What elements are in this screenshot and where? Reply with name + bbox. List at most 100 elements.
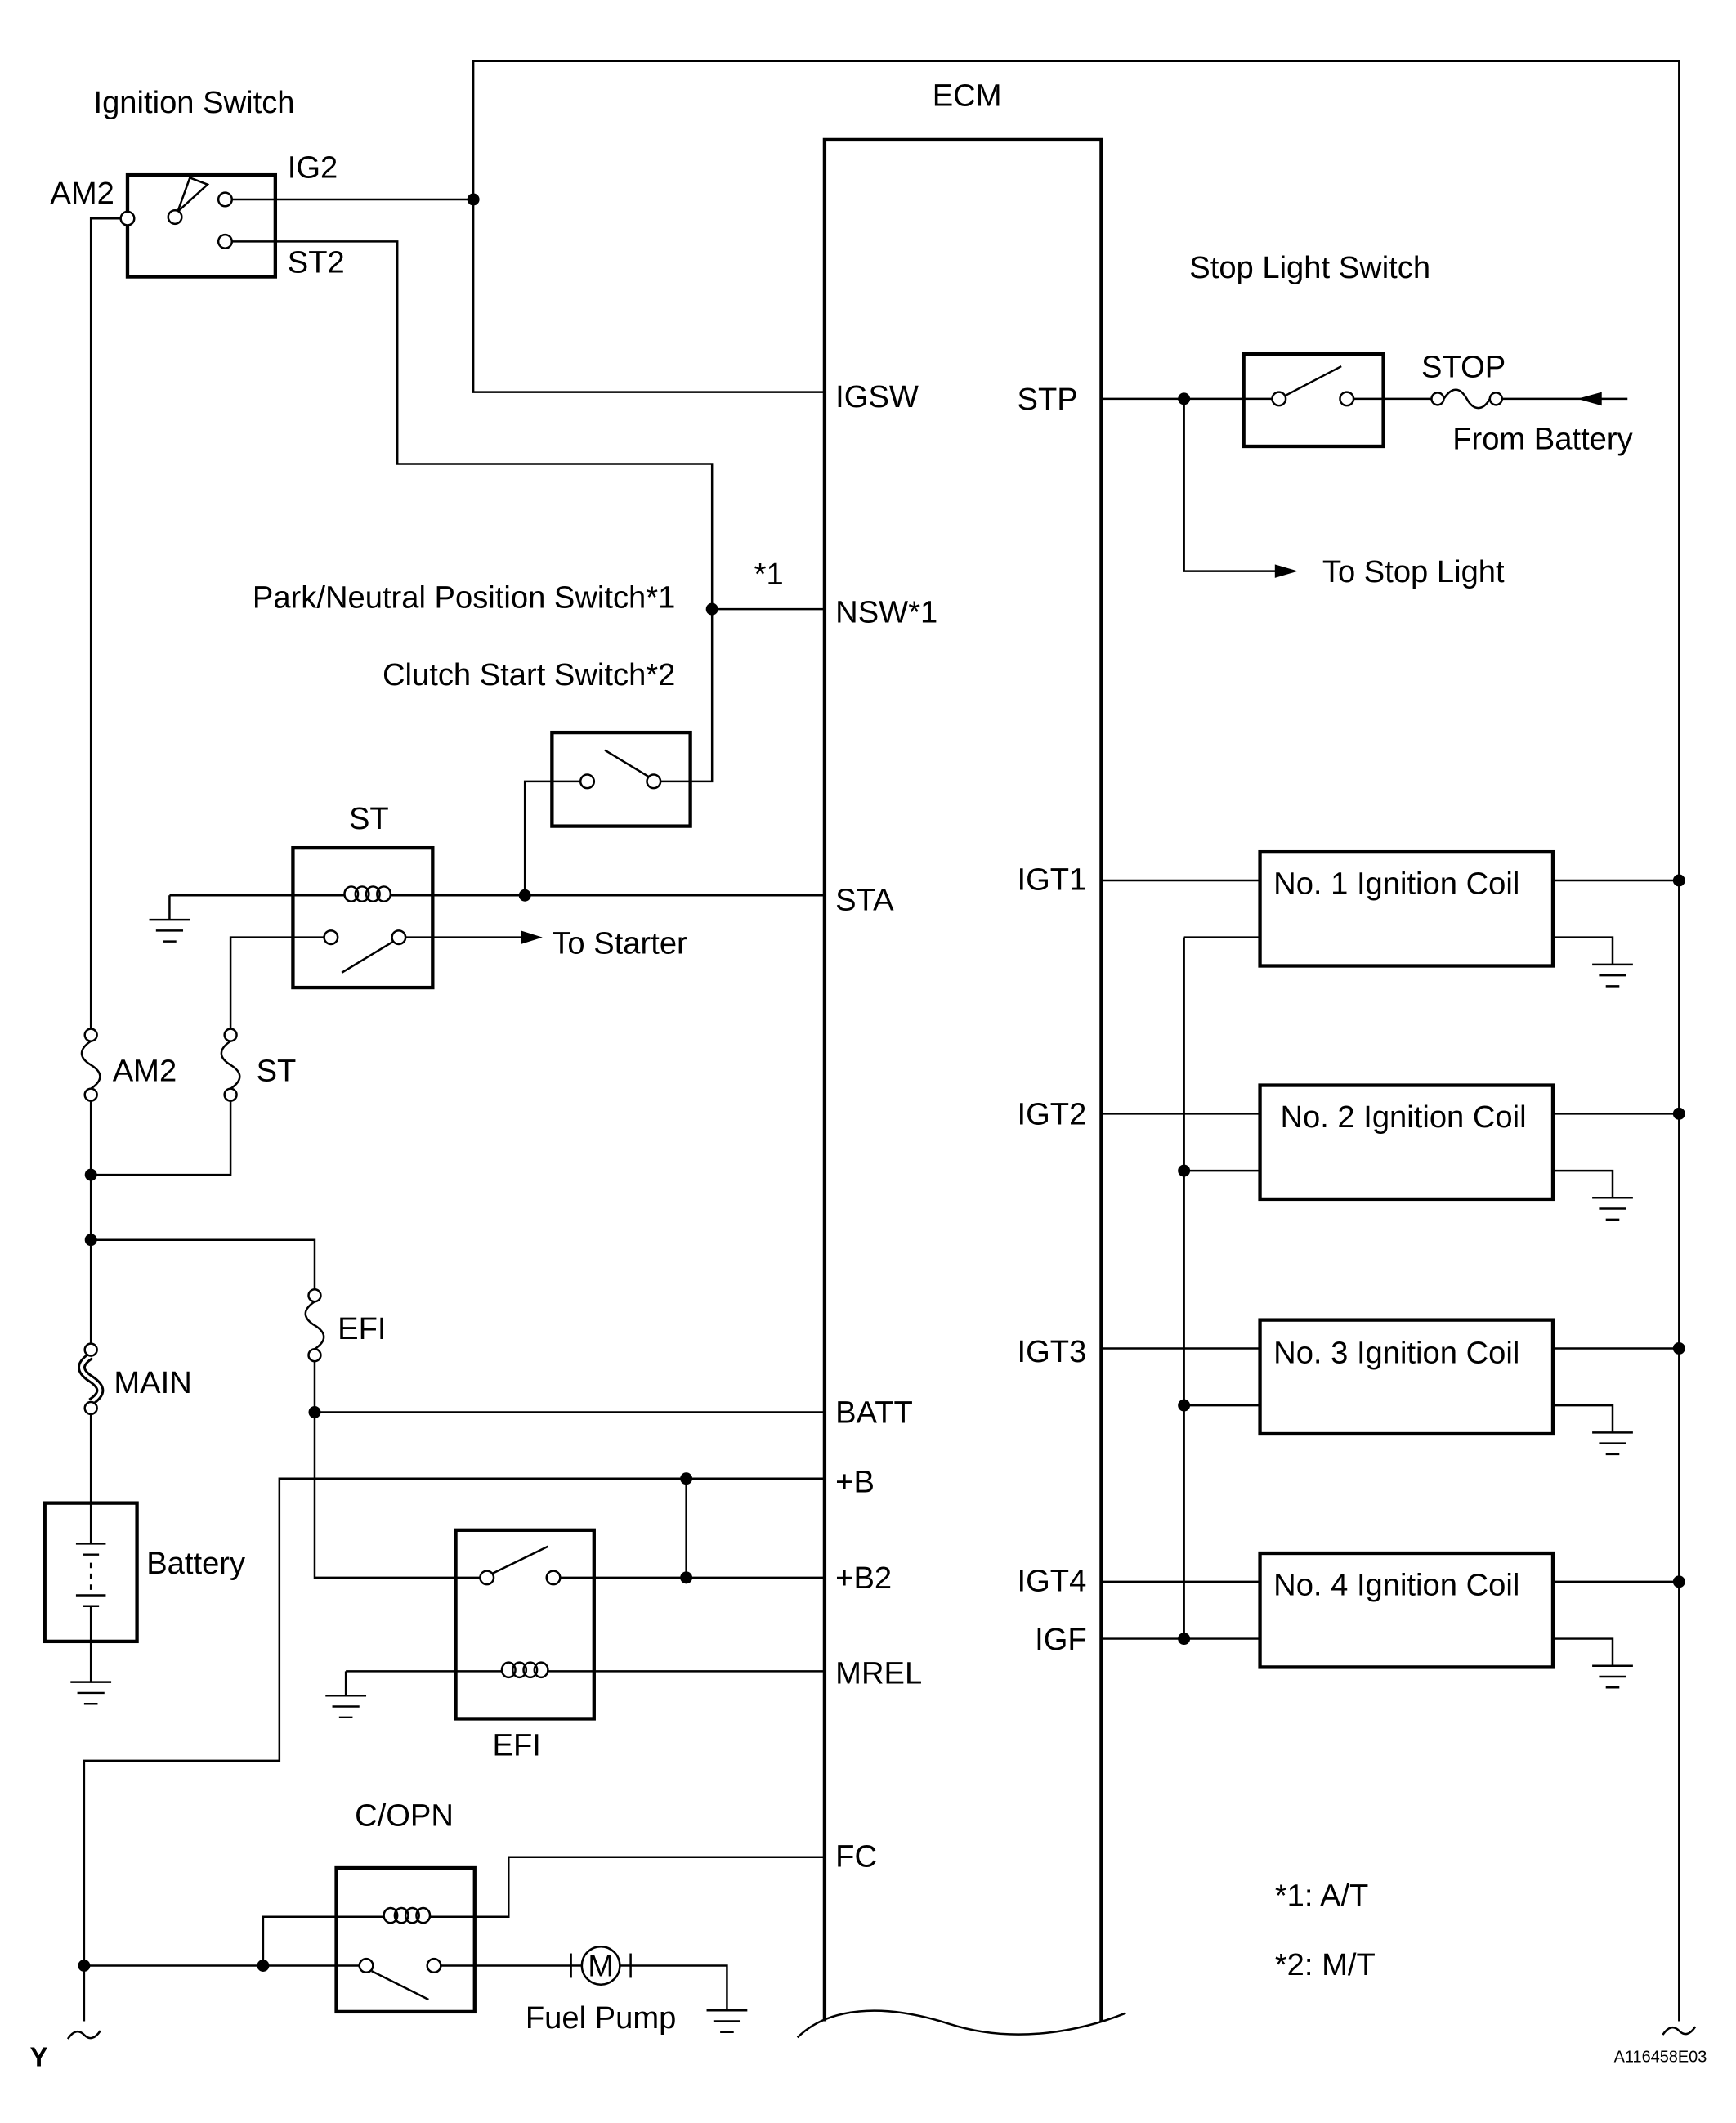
junction-dot bbox=[84, 1168, 97, 1181]
wire-to-stop-light bbox=[1183, 398, 1278, 572]
st-relay-contact-terminal bbox=[323, 929, 339, 946]
efi-fuse-label: EFI bbox=[338, 1311, 386, 1346]
junction-dot bbox=[705, 602, 718, 616]
ground-symbol bbox=[148, 918, 191, 943]
efi-fuse bbox=[304, 1288, 325, 1363]
efi-relay-contact-blade bbox=[491, 1545, 548, 1575]
ignition-coil-4-label: No. 4 Ignition Coil bbox=[1273, 1567, 1519, 1602]
ecm-box bbox=[822, 137, 1103, 2022]
ignition-coil-1-label: No. 1 Ignition Coil bbox=[1273, 867, 1519, 902]
ground-symbol bbox=[324, 1695, 368, 1719]
ignition-coil-1-box bbox=[1258, 849, 1555, 968]
wire-efi-relay-feed bbox=[313, 1361, 481, 1579]
ground-symbol bbox=[1591, 1664, 1635, 1689]
ecm-terminal-nsw: NSW*1 bbox=[835, 595, 937, 630]
park-neutral-clutch-switch: Park/Neutral Position Switch*1 *1 Clutch… bbox=[253, 557, 784, 828]
stop-fuse bbox=[1430, 388, 1504, 410]
fuel-pump-motor-symbol: M bbox=[588, 1949, 614, 1984]
junction-dot bbox=[1178, 1164, 1191, 1177]
junction-dot bbox=[680, 1472, 693, 1485]
arrow-to-starter bbox=[521, 930, 543, 944]
stop-light-switch-title: Stop Light Switch bbox=[1189, 250, 1430, 285]
ignition-switch-st2-label: ST2 bbox=[288, 245, 345, 280]
ignition-switch: Ignition Switch AM2 IG2 ST2 bbox=[50, 85, 344, 280]
ignition-coil-3-label: No. 3 Ignition Coil bbox=[1273, 1336, 1519, 1371]
efi-relay: EFI bbox=[324, 1528, 596, 1762]
ecm-title: ECM bbox=[933, 78, 1002, 113]
note-mt: *2: M/T bbox=[1275, 1947, 1376, 1982]
ecm-terminal-b2: +B2 bbox=[835, 1561, 892, 1596]
am2-fuse bbox=[80, 1028, 101, 1102]
ecm-terminal-b: +B bbox=[835, 1464, 875, 1499]
stop-light-switch-box bbox=[1242, 352, 1385, 449]
copn-relay-contact-blade bbox=[371, 1969, 429, 2001]
wire-am2-feed bbox=[89, 217, 121, 1029]
junction-dot bbox=[1672, 1575, 1685, 1588]
fuel-pump-label: Fuel Pump bbox=[526, 2000, 677, 2036]
ignition-coil-2-box bbox=[1258, 1083, 1555, 1202]
note-at: *1: A/T bbox=[1275, 1878, 1369, 1913]
clutch-start-switch-blade bbox=[604, 749, 651, 778]
st-relay-contact-terminal bbox=[391, 929, 407, 946]
main-fusible-link-terminal bbox=[83, 1342, 98, 1357]
clutch-start-switch-box bbox=[550, 730, 692, 828]
main-fusible-link-inner bbox=[80, 1354, 102, 1404]
wire-coil2-ground bbox=[1552, 1169, 1614, 1198]
clutch-start-switch-label: Clutch Start Switch*2 bbox=[383, 657, 675, 692]
st-relay-title: ST bbox=[349, 801, 389, 836]
junction-dot bbox=[257, 1960, 270, 1972]
fuel-pump: M Fuel Pump bbox=[526, 1945, 749, 2036]
ground-symbol bbox=[705, 2009, 749, 2034]
efi-relay-contact-terminal bbox=[479, 1570, 495, 1586]
stop-fuse-label: STOP bbox=[1421, 349, 1506, 384]
st-relay-contact-blade bbox=[341, 940, 394, 974]
wire-fc bbox=[430, 1856, 825, 1918]
ecm-terminal-igt1: IGT1 bbox=[1018, 862, 1087, 898]
wire-break-left bbox=[66, 2030, 101, 2040]
junction-dot bbox=[467, 193, 480, 206]
efi-relay-contact-terminal bbox=[545, 1570, 562, 1586]
st-relay: ST To Starter bbox=[148, 801, 687, 990]
copn-relay: C/OPN bbox=[334, 1798, 477, 2014]
from-battery-label: From Battery bbox=[1452, 421, 1632, 456]
ignition-switch-ig2-terminal bbox=[217, 191, 233, 208]
to-stop-light-label: To Stop Light bbox=[1322, 554, 1505, 589]
wire-break-right bbox=[1662, 2026, 1697, 2036]
clutch-start-switch-terminal bbox=[646, 773, 662, 790]
figure-id: A116458E03 bbox=[1614, 2048, 1707, 2066]
ecm-terminal-igt3: IGT3 bbox=[1018, 1334, 1087, 1369]
connector-label: Y bbox=[30, 2042, 48, 2072]
st-fuse bbox=[220, 1028, 241, 1102]
ground-symbol bbox=[1591, 1197, 1635, 1221]
wire-b bbox=[83, 1477, 825, 2022]
copn-relay-box bbox=[334, 1865, 477, 2014]
stop-fuse-terminal bbox=[1488, 392, 1504, 406]
junction-dot bbox=[1672, 874, 1685, 887]
to-starter-label: To Starter bbox=[552, 926, 687, 961]
wire-coil3-ground bbox=[1552, 1404, 1614, 1433]
main-fuse-label: MAIN bbox=[114, 1365, 191, 1400]
junction-dot bbox=[1178, 1633, 1191, 1646]
ecm-terminal-batt: BATT bbox=[835, 1395, 913, 1431]
ground-symbol bbox=[1591, 963, 1635, 988]
battery: Battery bbox=[43, 1501, 245, 1705]
junction-dot bbox=[1178, 1399, 1191, 1412]
ignition-coils: No. 1 Ignition Coil No. 2 Ignition Coil … bbox=[1258, 849, 1635, 1689]
arrow-to-stop-light bbox=[1274, 564, 1299, 578]
st-fuse-label: ST bbox=[257, 1054, 297, 1089]
stop-fuse-element bbox=[1443, 388, 1491, 410]
wire-fuel-pump-ground bbox=[630, 1964, 728, 2011]
fuses: AM2 ST EFI MAIN bbox=[78, 1028, 387, 1416]
copn-relay-title: C/OPN bbox=[355, 1798, 454, 1834]
junction-dot bbox=[1672, 1341, 1685, 1355]
ignition-switch-am2-label: AM2 bbox=[50, 176, 114, 211]
junction-dots bbox=[78, 193, 1685, 1972]
stop-light-switch-blade bbox=[1283, 365, 1342, 397]
junction-dot bbox=[518, 889, 531, 902]
main-fusible-link bbox=[78, 1342, 105, 1416]
st-relay-coil bbox=[343, 885, 392, 902]
junction-dot bbox=[1178, 392, 1191, 405]
efi-relay-coil bbox=[500, 1661, 549, 1679]
park-neutral-marker: *1 bbox=[754, 557, 784, 592]
ecm-terminal-igf: IGF bbox=[1035, 1622, 1087, 1657]
